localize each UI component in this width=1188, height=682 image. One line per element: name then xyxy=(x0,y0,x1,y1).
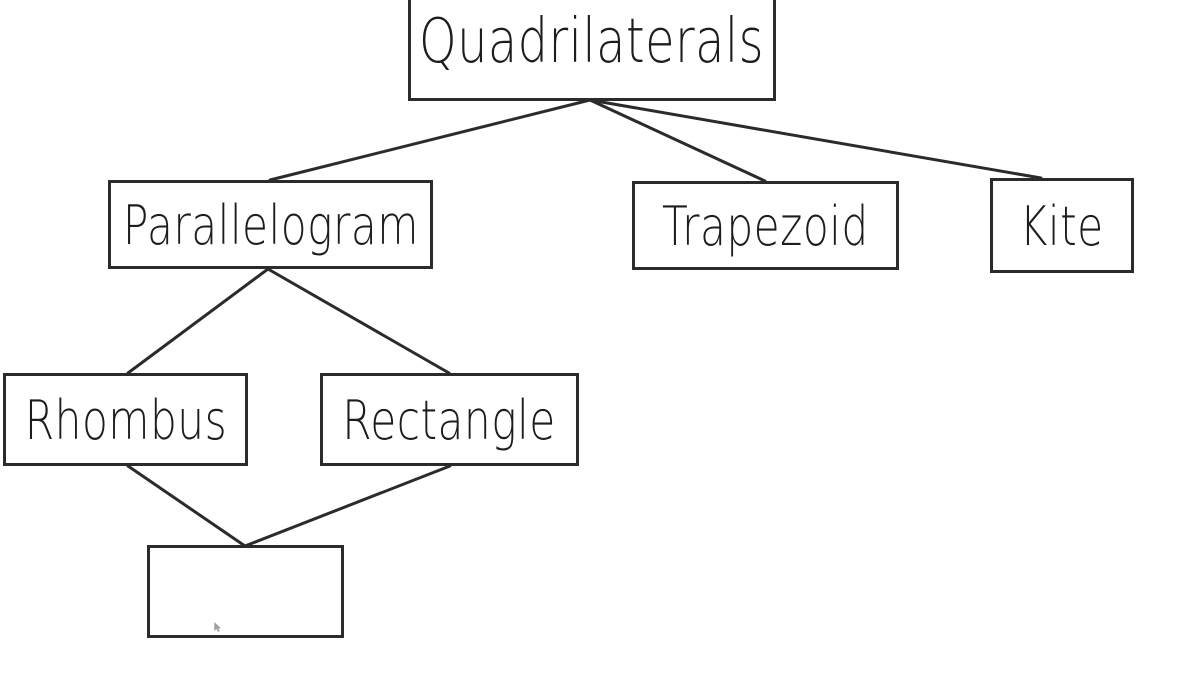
edge-parallelogram-rhombus xyxy=(126,267,270,375)
node-trapezoid[interactable]: Trapezoid xyxy=(632,181,899,270)
node-label-rhombus: Rhombus xyxy=(24,387,227,452)
edge-quadrilaterals-trapezoid xyxy=(588,98,767,183)
node-label-kite: Kite xyxy=(1019,193,1104,258)
node-label-rectangle: Rectangle xyxy=(342,387,557,452)
edge-quadrilaterals-parallelogram xyxy=(268,98,592,182)
node-blank-answer-box[interactable] xyxy=(147,545,344,638)
node-rectangle[interactable]: Rectangle xyxy=(320,373,579,466)
node-rhombus[interactable]: Rhombus xyxy=(3,373,248,466)
node-label-quadrilaterals: Quadrilaterals xyxy=(419,6,765,77)
edge-parallelogram-rectangle xyxy=(266,267,451,375)
cursor-pointer-icon xyxy=(214,622,221,632)
edge-rhombus-square xyxy=(126,464,247,548)
edge-rectangle-square xyxy=(243,464,452,548)
node-parallelogram[interactable]: Parallelogram xyxy=(108,180,433,269)
node-label-parallelogram: Parallelogram xyxy=(122,192,419,257)
node-kite[interactable]: Kite xyxy=(990,178,1134,273)
node-quadrilaterals[interactable]: Quadrilaterals xyxy=(408,0,776,101)
node-label-trapezoid: Trapezoid xyxy=(662,193,869,258)
edge-quadrilaterals-kite xyxy=(588,98,1043,180)
